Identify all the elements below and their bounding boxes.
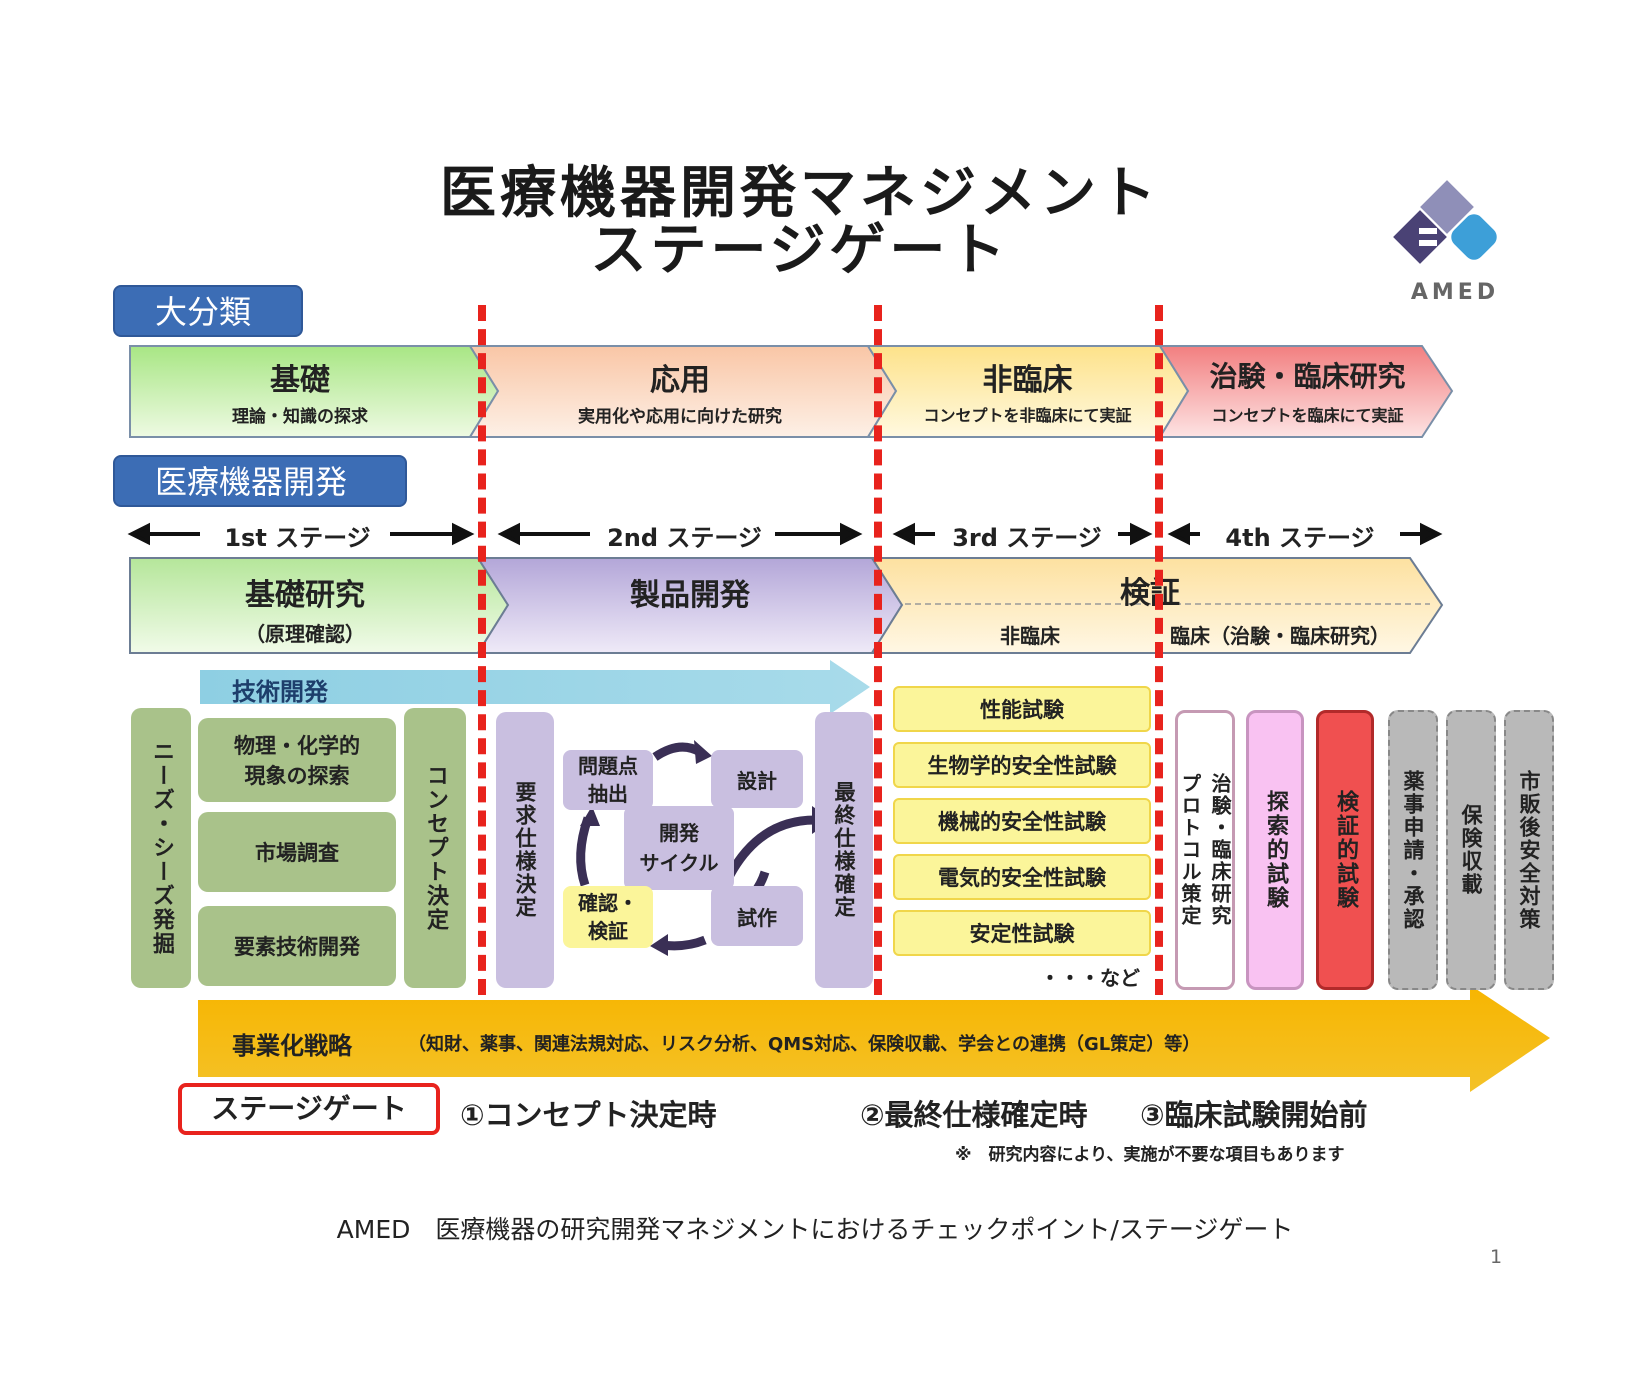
- stage-2-label: 2nd ステージ: [607, 524, 762, 552]
- tech-dev-label: 技術開発: [232, 678, 328, 706]
- requirement-spec-label: 要求仕様決定: [513, 781, 537, 919]
- gate-2-text: ②最終仕様確定時: [860, 1098, 1088, 1132]
- insurance-label: 保険収載: [1459, 804, 1483, 896]
- protocol-box: 治験・臨床研究 プロトコル策定: [1175, 710, 1235, 990]
- stage-4-label: 4th ステージ: [1225, 524, 1375, 552]
- gate-line-2: [874, 305, 882, 995]
- category-ouyou-subtitle: 実用化や応用に向けた研究: [578, 407, 782, 427]
- amed-logo: AMED: [1385, 180, 1525, 310]
- gate-line-1: [478, 305, 486, 995]
- market-research-box: 市場調査: [198, 812, 396, 892]
- section-device-dev: 医療機器開発: [113, 455, 407, 507]
- stage-1-label: 1st ステージ: [224, 524, 371, 552]
- concept-decision-box: コンセプト決定: [404, 708, 466, 988]
- test-biological-safety: 生物学的安全性試験: [893, 742, 1151, 788]
- approval-label: 薬事申請・承認: [1401, 769, 1425, 931]
- phase-kensho-sub1: 非臨床: [1000, 624, 1060, 648]
- phase-kensho-title: 検証: [1120, 576, 1180, 611]
- confirmatory-box: 検証的試験: [1316, 710, 1374, 990]
- strategy-arrow: [198, 985, 1550, 1092]
- postmarket-box: 市販後安全対策: [1504, 710, 1554, 990]
- approval-box: 薬事申請・承認: [1388, 710, 1438, 990]
- strategy-title: 事業化戦略: [232, 1032, 352, 1060]
- logo-diamond-right: [1451, 214, 1497, 260]
- category-chiken-title: 治験・臨床研究: [1209, 360, 1406, 393]
- test-performance: 性能試験: [893, 686, 1151, 732]
- stage-3-label: 3rd ステージ: [952, 524, 1102, 552]
- cycle-prototype-box: 試作: [711, 886, 803, 946]
- section-major-category: 大分類: [113, 285, 303, 337]
- strategy-detail: （知財、薬事、関連法規対応、リスク分析、QMS対応、保険収載、学会との連携（GL…: [408, 1034, 1201, 1055]
- category-hirinsho-title: 非臨床: [982, 363, 1073, 398]
- phase-kiso-title: 基礎研究: [245, 578, 365, 613]
- page-number: 1: [1490, 1246, 1503, 1268]
- stagegate-label: ステージゲート: [178, 1083, 440, 1135]
- cycle-design-box: 設計: [711, 750, 803, 808]
- logo-text: AMED: [1410, 280, 1500, 305]
- confirmatory-label: 検証的試験: [1333, 790, 1358, 910]
- tests-etc: ・・・など: [1040, 966, 1140, 990]
- gate-line-3: [1155, 305, 1163, 995]
- needs-seeds-box: ニーズ・シーズ発掘: [131, 708, 191, 988]
- test-stability: 安定性試験: [893, 910, 1151, 956]
- category-ouyou-title: 応用: [650, 363, 710, 398]
- stagegate-note: ※ 研究内容により、実施が不要な項目もあります: [955, 1145, 1345, 1165]
- physics-chem-box: 物理・化学的 現象の探索: [198, 718, 396, 802]
- phase-seihin-title: 製品開発: [630, 578, 750, 613]
- page-title: 医療機器開発マネジメント: [440, 161, 1160, 226]
- category-kiso-title: 基礎: [270, 363, 330, 398]
- final-spec-box: 最終仕様確定: [815, 712, 873, 988]
- postmarket-label: 市販後安全対策: [1517, 769, 1541, 931]
- protocol-label: 治験・臨床研究 プロトコル策定: [1178, 773, 1232, 927]
- category-chiken-subtitle: コンセプトを臨床にて実証: [1211, 406, 1404, 425]
- needs-seeds-label: ニーズ・シーズ発掘: [149, 740, 174, 956]
- category-chiken-shape: [1158, 345, 1454, 438]
- exploratory-box: 探索的試験: [1246, 710, 1304, 990]
- exploratory-label: 探索的試験: [1263, 790, 1288, 910]
- cycle-problem-box: 問題点 抽出: [563, 750, 653, 810]
- element-tech-box: 要素技術開発: [198, 906, 396, 986]
- category-hirinsho-subtitle: コンセプトを非臨床にて実証: [923, 406, 1132, 425]
- insurance-box: 保険収載: [1446, 710, 1496, 990]
- category-kiso-subtitle: 理論・知識の探求: [232, 407, 368, 427]
- test-electrical-safety: 電気的安全性試験: [893, 854, 1151, 900]
- slide-caption: AMED 医療機器の研究開発マネジメントにおけるチェックポイント/ステージゲート: [336, 1215, 1294, 1244]
- tech-dev-arrow: [200, 660, 870, 714]
- final-spec-label: 最終仕様確定: [832, 781, 856, 919]
- gate-3-text: ③臨床試験開始前: [1140, 1098, 1368, 1132]
- test-mechanical-safety: 機械的安全性試験: [893, 798, 1151, 844]
- gate-1-text: ①コンセプト決定時: [460, 1098, 717, 1132]
- concept-decision-label: コンセプト決定: [423, 764, 448, 932]
- cycle-verify-box: 確認・ 検証: [563, 886, 653, 948]
- page-subtitle: ステージゲート: [590, 218, 1010, 283]
- phase-kiso-sub: （原理確認）: [245, 622, 365, 646]
- stage-arrows: [127, 522, 1443, 546]
- phase-kensho-sub2: 臨床（治験・臨床研究）: [1170, 624, 1390, 648]
- cycle-center-box: 開発 サイクル: [624, 806, 734, 890]
- requirement-spec-box: 要求仕様決定: [496, 712, 554, 988]
